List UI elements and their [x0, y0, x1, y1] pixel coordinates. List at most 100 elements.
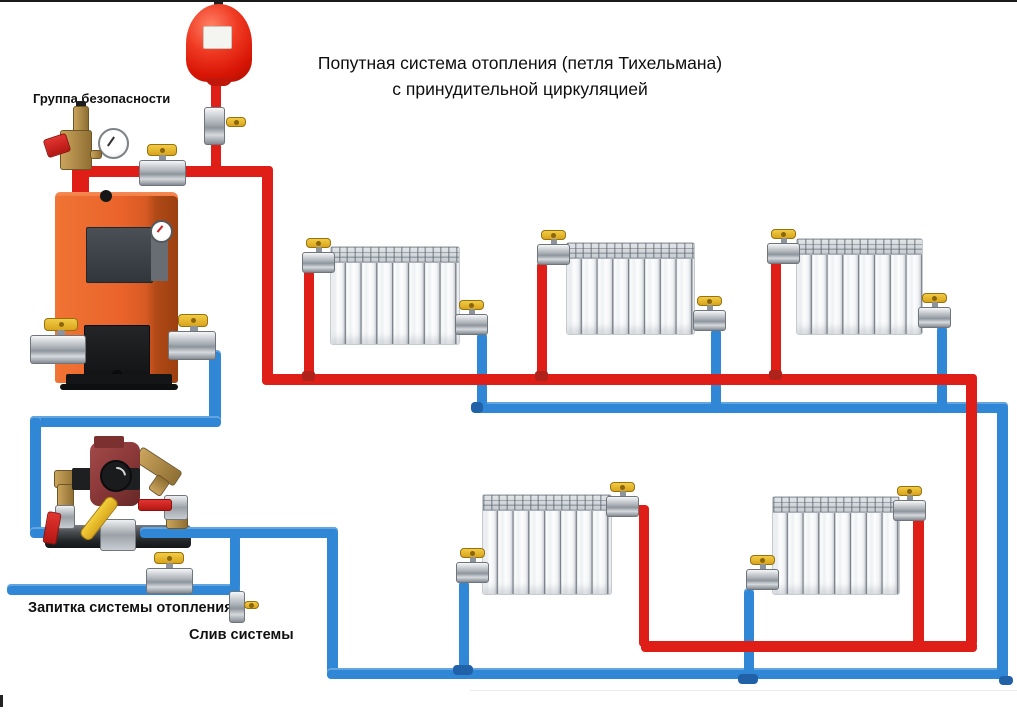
valve-body: [455, 314, 488, 335]
valve-body: [204, 107, 225, 145]
radiator-grille: [331, 247, 459, 263]
top-border-strip: [0, 0, 1017, 2]
radiator-1: [330, 246, 460, 345]
pipe-supply-riser-r3: [771, 259, 781, 380]
expansion-tank-label: [203, 26, 232, 49]
valve-stem: [707, 305, 713, 311]
boiler-knob: [100, 190, 112, 202]
valve-body: [693, 310, 726, 331]
pipe-return-right-vertical: [997, 402, 1008, 679]
elbow-return-r1: [471, 402, 483, 413]
gauge-stem: [90, 150, 102, 159]
pipe-return-pump-left: [30, 527, 54, 538]
pipe-expansion-tank-upper: [211, 80, 221, 110]
radiator-grille: [773, 497, 899, 513]
radiator-3: [796, 238, 923, 335]
pump-bypass-union: [100, 519, 136, 551]
tee-return-r5: [738, 674, 758, 684]
valve-body: [146, 568, 193, 594]
pipe-return-drop-r3: [937, 325, 947, 408]
pipe-fill-riser: [230, 534, 240, 590]
elbow-return-bottom-right: [999, 676, 1013, 685]
valve-body: [302, 252, 335, 273]
valve-stem: [316, 247, 322, 253]
valve-stem: [907, 495, 913, 501]
boiler-lower-door: [84, 325, 150, 378]
valve-body: [456, 562, 489, 583]
air-vent-cap: [76, 101, 86, 109]
valve-body: [229, 591, 245, 623]
valve-body: [30, 335, 86, 364]
pipe-supply-riser-r4: [639, 506, 649, 647]
pipe-supply-right-drop: [966, 374, 977, 646]
faint-artifact-line: [470, 690, 1017, 691]
valve-stem: [620, 491, 626, 497]
expansion-tank-base: [206, 78, 232, 86]
bottom-left-mark: [0, 695, 3, 707]
valve-stem: [469, 309, 475, 315]
pressure-gauge: [98, 128, 129, 159]
safety-group-label: Группа безопасности: [33, 91, 171, 106]
radiator-2: [566, 242, 695, 335]
valve-body: [893, 500, 926, 521]
valve-stem: [551, 239, 557, 245]
pump-flange-left: [72, 468, 92, 490]
pipe-supply-riser-r2: [537, 262, 547, 380]
pipe-supply-mid-horizontal: [262, 374, 977, 385]
drain-line-label: Слив системы: [189, 627, 294, 643]
boiler-thermometer: [150, 220, 173, 243]
pipe-return-left-vertical: [30, 416, 41, 536]
valve-stem: [932, 302, 938, 308]
boiler-base-shadow: [60, 384, 178, 390]
pipe-return-drop-r5: [744, 588, 754, 674]
expansion-tank: [186, 0, 256, 90]
pipe-return-boiler-horizontal: [30, 416, 221, 427]
pipe-supply-bottom-horizontal: [641, 641, 977, 652]
valve-body: [746, 569, 779, 590]
pump-terminal-box: [94, 436, 124, 448]
valve-body: [139, 160, 186, 186]
pump-right-red-lever: [138, 499, 172, 511]
pipe-return-drop-r4: [459, 580, 469, 674]
tee-return-r4: [453, 665, 473, 675]
pump-dial: [100, 460, 132, 492]
valve-handle: [244, 601, 259, 609]
tee-supply-r1: [302, 371, 315, 381]
radiator-grille: [567, 243, 694, 259]
pipe-return-boiler-drop: [209, 350, 221, 424]
valve-body: [537, 244, 570, 265]
pipe-expansion-tank-lower: [211, 142, 221, 172]
valve-body: [606, 496, 639, 517]
expansion-tank-nipple: [214, 0, 223, 7]
diagram-title-line2: с принудительной циркуляцией: [392, 79, 648, 99]
valve-stem: [57, 330, 65, 336]
valve-stem: [760, 564, 766, 570]
tee-supply-r2: [535, 371, 548, 381]
pipe-return-drop-r1: [477, 332, 487, 408]
boiler-upper-door: [86, 227, 153, 283]
valve-stem: [159, 155, 166, 161]
valve-stem: [781, 238, 787, 244]
pipe-supply-riser-r5: [913, 517, 924, 647]
valve-handle: [226, 117, 246, 127]
diagram-title: Попутная система отопления (петля Тихель…: [270, 50, 770, 102]
radiator-grille: [483, 495, 611, 511]
pipe-return-mid-vertical: [327, 527, 338, 677]
tee-supply-r3: [769, 370, 782, 380]
fill-line-label: Запитка системы отопления: [28, 600, 233, 616]
pipe-supply-main-drop: [262, 166, 273, 380]
boiler-door-edge: [151, 231, 168, 281]
radiator-grille: [797, 239, 922, 255]
valve-stem: [470, 557, 476, 563]
pipe-supply-riser-r1: [304, 268, 314, 380]
radiator-4: [482, 494, 612, 595]
pipe-return-top-horizontal: [477, 402, 1008, 413]
valve-stem: [190, 326, 198, 332]
pipe-return-bottom-horizontal: [327, 668, 1008, 679]
valve-body: [918, 307, 951, 328]
diagram-title-line1: Попутная система отопления (петля Тихель…: [317, 53, 723, 73]
boiler: [50, 186, 185, 396]
valve-stem: [166, 563, 173, 569]
pipe-fill-horizontal: [7, 584, 240, 595]
